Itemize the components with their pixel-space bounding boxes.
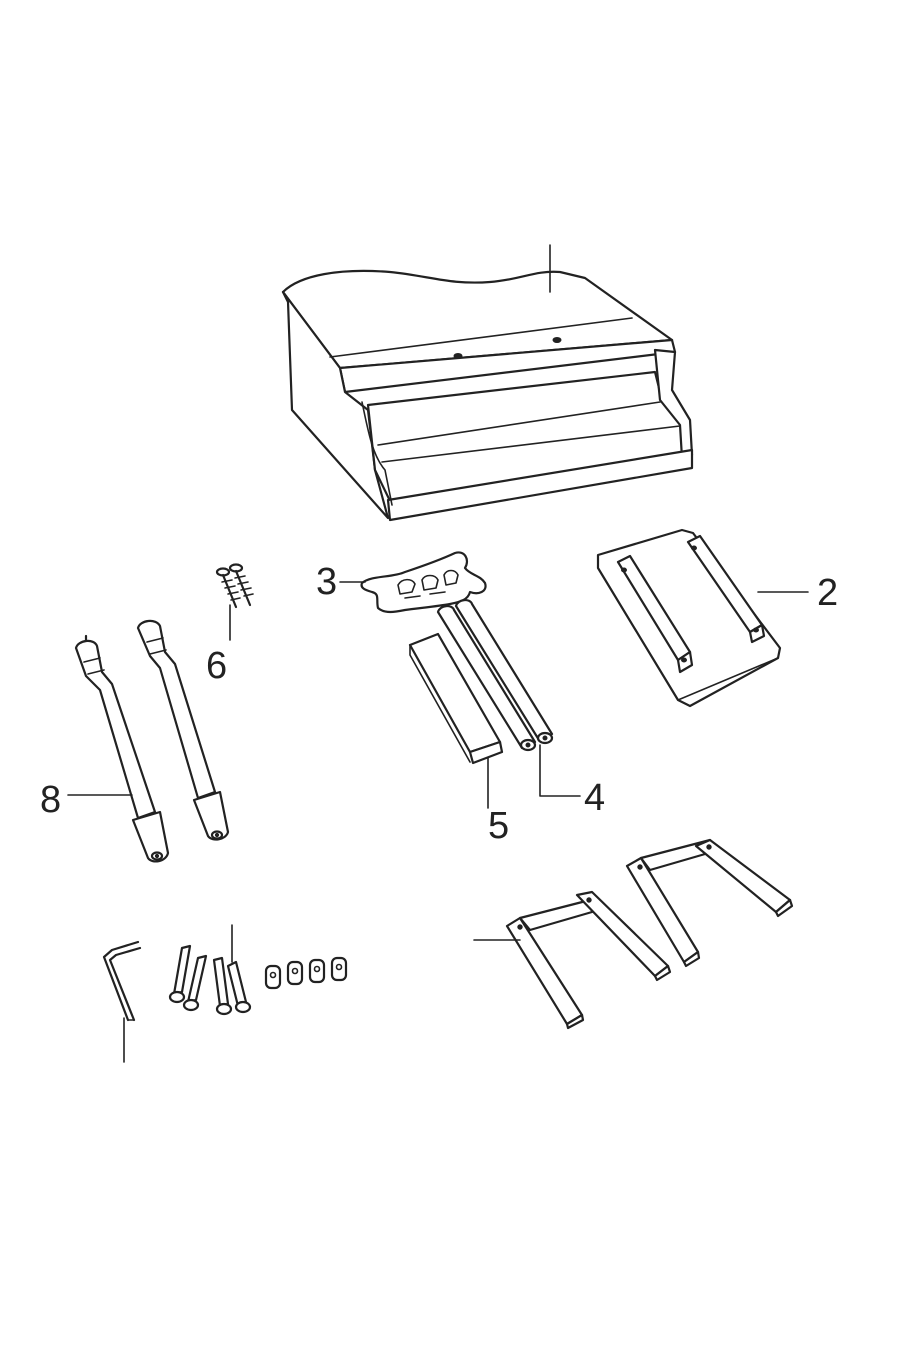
barrel-nuts-part [266,958,346,988]
part-4-label: 4 [584,777,605,819]
part-8-label: 8 [40,779,61,821]
part-5-label: 5 [488,805,509,847]
bench-frames-part [474,840,792,1028]
lid-screw-hole-left [454,354,462,359]
piano-legs-part: 8 [40,621,228,862]
allen-key-part [104,942,140,1062]
part-3-label: 3 [316,561,337,603]
pedal-base-plate-part: 2 [598,530,838,706]
bolts-part [170,925,250,1014]
part-2-label: 2 [817,572,838,614]
piano-body-part [283,245,692,520]
wood-screws-part: 6 [206,565,253,688]
lid-screw-hole-right [553,338,561,343]
part-6-label: 6 [206,645,227,687]
